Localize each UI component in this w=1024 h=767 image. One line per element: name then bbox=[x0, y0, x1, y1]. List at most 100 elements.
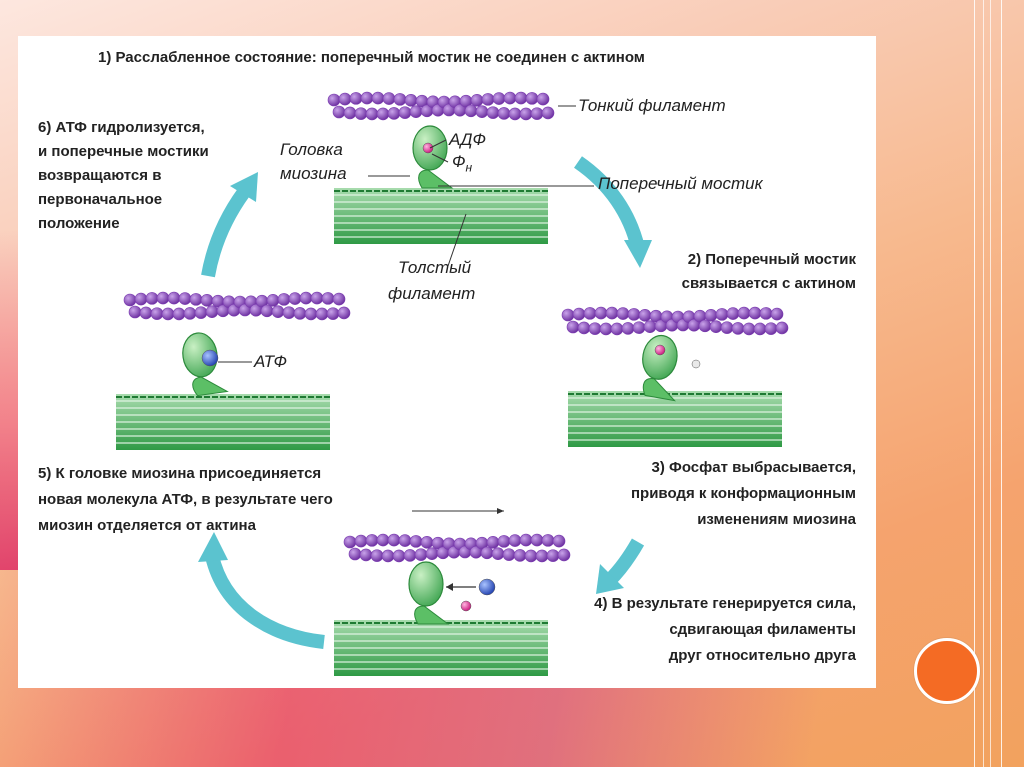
phosphate-label: Фн bbox=[452, 152, 472, 174]
actin-bead bbox=[486, 536, 500, 549]
myosin-head bbox=[642, 334, 678, 402]
actin-bead bbox=[200, 294, 214, 307]
actin-bead bbox=[577, 321, 591, 335]
label-leader-lines bbox=[218, 105, 594, 514]
actin-bead bbox=[371, 91, 385, 105]
actin-bead bbox=[123, 293, 137, 307]
thin-filament bbox=[327, 91, 555, 121]
actin-bead bbox=[470, 94, 484, 107]
actin-bead bbox=[481, 93, 495, 106]
actin-bead bbox=[594, 306, 608, 320]
actin-bead bbox=[486, 106, 500, 119]
adp-pi-ball bbox=[422, 142, 434, 154]
cross-bridge-cycle-diagram bbox=[116, 91, 789, 676]
actin-bead bbox=[464, 104, 478, 118]
myosin-head bbox=[408, 561, 450, 625]
step-6-line-3: возвращаются в bbox=[38, 167, 162, 184]
phosphate-leader bbox=[431, 153, 449, 163]
actin-bead bbox=[425, 547, 439, 560]
actin-bead bbox=[326, 307, 340, 320]
step-4-line-1: 4) В результате генерируется сила, bbox=[594, 595, 856, 612]
actin-bead bbox=[167, 291, 181, 305]
actin-bead bbox=[332, 105, 346, 119]
actin-bead bbox=[156, 291, 170, 305]
myosin-head-body bbox=[408, 561, 444, 607]
cycle-arrow-1-to-2 bbox=[573, 156, 652, 268]
myosin-head bbox=[412, 125, 454, 189]
actin-bead bbox=[621, 322, 635, 335]
actin-bead bbox=[337, 306, 351, 320]
myosin-head bbox=[182, 332, 229, 397]
actin-bead bbox=[304, 307, 318, 321]
actin-bead bbox=[359, 548, 373, 562]
actin-bead bbox=[392, 549, 406, 563]
decorative-frame-lines bbox=[974, 0, 1002, 767]
filament-units bbox=[116, 91, 789, 676]
cycle-arrow-6-to-1 bbox=[201, 172, 258, 278]
step-3-line-3: изменениям миозина bbox=[697, 511, 856, 528]
actin-bead bbox=[414, 548, 428, 561]
actin-bead bbox=[753, 322, 767, 336]
actin-bead bbox=[588, 322, 602, 335]
actin-bead bbox=[530, 107, 544, 120]
actin-bead bbox=[365, 107, 379, 121]
diagram-panel: 1) Расслабленное состояние: поперечный м… bbox=[18, 36, 876, 688]
actin-bead bbox=[398, 106, 412, 119]
actin-bead bbox=[514, 91, 528, 105]
step-6-line-2: и поперечные мостики bbox=[38, 143, 209, 160]
actin-bead bbox=[764, 322, 778, 335]
adp-leader bbox=[429, 139, 447, 149]
cycle-arrow-shaft bbox=[201, 187, 250, 278]
atp-label: АТФ bbox=[254, 352, 287, 371]
actin-bead bbox=[759, 307, 773, 320]
actin-bead bbox=[387, 533, 401, 547]
myosin-neck bbox=[418, 169, 454, 189]
adp-label: АДФ bbox=[449, 130, 487, 149]
actin-bead bbox=[599, 322, 613, 336]
actin-bead bbox=[376, 107, 390, 121]
actin-bead bbox=[178, 292, 192, 305]
actin-bead bbox=[737, 306, 751, 320]
bound-atp-ball bbox=[201, 349, 219, 367]
actin-bead bbox=[775, 321, 789, 335]
actin-bead bbox=[139, 306, 153, 320]
actin-bead bbox=[541, 106, 555, 120]
cycle-arrow-head bbox=[198, 532, 228, 562]
actin-bead bbox=[627, 308, 641, 321]
thin-filament-label: Тонкий филамент bbox=[578, 96, 726, 115]
actin-bead bbox=[409, 105, 423, 118]
actin-bead bbox=[343, 106, 357, 120]
actin-bead bbox=[398, 534, 412, 547]
step-6-line-5: положение bbox=[38, 215, 120, 232]
actin-bead bbox=[748, 306, 762, 320]
actin-bead bbox=[546, 549, 560, 562]
myosin-neck bbox=[192, 376, 229, 397]
actin-bead bbox=[145, 292, 159, 305]
actin-bead bbox=[348, 547, 362, 561]
actin-bead bbox=[643, 320, 657, 333]
step-6-line-4: первоначальное bbox=[38, 191, 163, 208]
actin-bead bbox=[497, 535, 511, 548]
actin-bead bbox=[343, 535, 357, 549]
actin-bead bbox=[497, 107, 511, 120]
actin-bead bbox=[299, 291, 313, 305]
thick-filament-label-line-2: филамент bbox=[388, 284, 476, 303]
step-4-line-3: друг относительно друга bbox=[668, 647, 856, 664]
actin-bead bbox=[370, 549, 384, 562]
released-phosphate bbox=[691, 359, 701, 369]
cycle-arrow-head bbox=[624, 240, 652, 268]
actin-bead bbox=[742, 322, 756, 336]
actin-bead bbox=[519, 533, 533, 547]
decorative-orange-circle bbox=[914, 638, 980, 704]
phosphate-ball bbox=[460, 600, 472, 612]
actin-bead bbox=[557, 548, 571, 562]
actin-bead bbox=[338, 92, 352, 106]
step-4-line-2: сдвигающая филаменты bbox=[669, 621, 856, 638]
cross-bridge-label: Поперечный мостик bbox=[598, 174, 763, 193]
actin-bead bbox=[189, 293, 203, 306]
step-3-line-2: приводя к конформационным bbox=[630, 485, 856, 502]
actin-bead bbox=[382, 92, 396, 105]
actin-bead bbox=[365, 534, 379, 547]
actin-bead bbox=[354, 534, 368, 548]
actin-bead bbox=[205, 305, 219, 318]
